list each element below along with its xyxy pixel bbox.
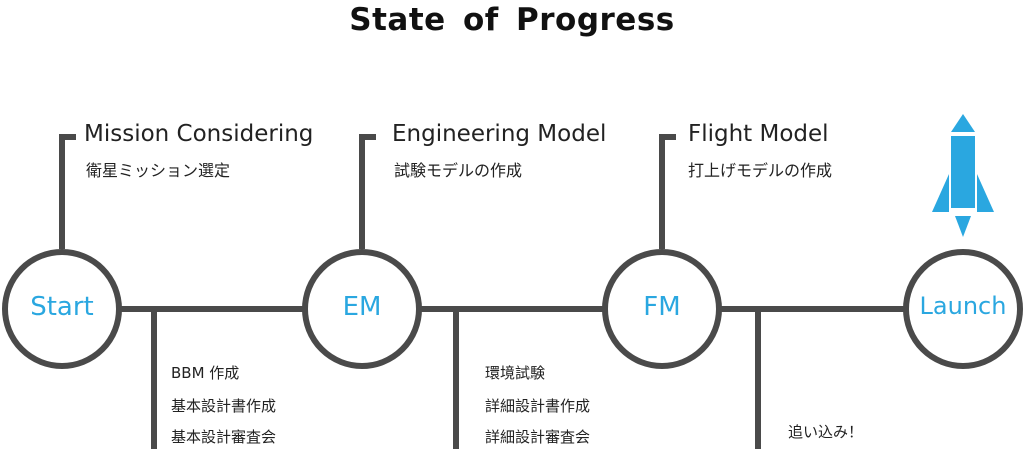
milestone-subtitle: 試験モデルの作成 xyxy=(394,161,523,180)
node-launch xyxy=(903,249,1023,369)
task-item: 基本設計審査会 xyxy=(171,428,277,446)
node-label-fm: FM xyxy=(643,292,681,322)
task-item: 詳細設計審査会 xyxy=(485,428,591,446)
milestone-subtitle: 打上げモデルの作成 xyxy=(688,161,833,180)
task-item: 追い込み！ xyxy=(788,423,864,441)
task-item: 環境試験 xyxy=(485,364,546,382)
milestone-title: Flight Model xyxy=(688,121,829,147)
task-item: 基本設計書作成 xyxy=(171,397,277,415)
node-label-launch: Launch xyxy=(919,292,1007,320)
node-start xyxy=(2,249,122,369)
task-item: BBM 作成 xyxy=(171,364,240,382)
milestone-title: Engineering Model xyxy=(392,121,607,147)
node-label-em: EM xyxy=(342,292,382,322)
node-fm xyxy=(602,249,722,369)
milestone-bracket xyxy=(359,134,376,249)
milestone-subtitle: 衛星ミッション選定 xyxy=(86,161,231,180)
rocket-icon xyxy=(932,114,994,237)
node-em xyxy=(302,249,422,369)
milestone-bracket xyxy=(59,134,76,249)
milestone-bracket xyxy=(659,134,676,249)
diagram-title: State of Progress xyxy=(349,2,675,38)
milestone-title: Mission Considering xyxy=(84,121,314,147)
node-label-start: Start xyxy=(30,292,94,322)
task-item: 詳細設計書作成 xyxy=(485,397,591,415)
